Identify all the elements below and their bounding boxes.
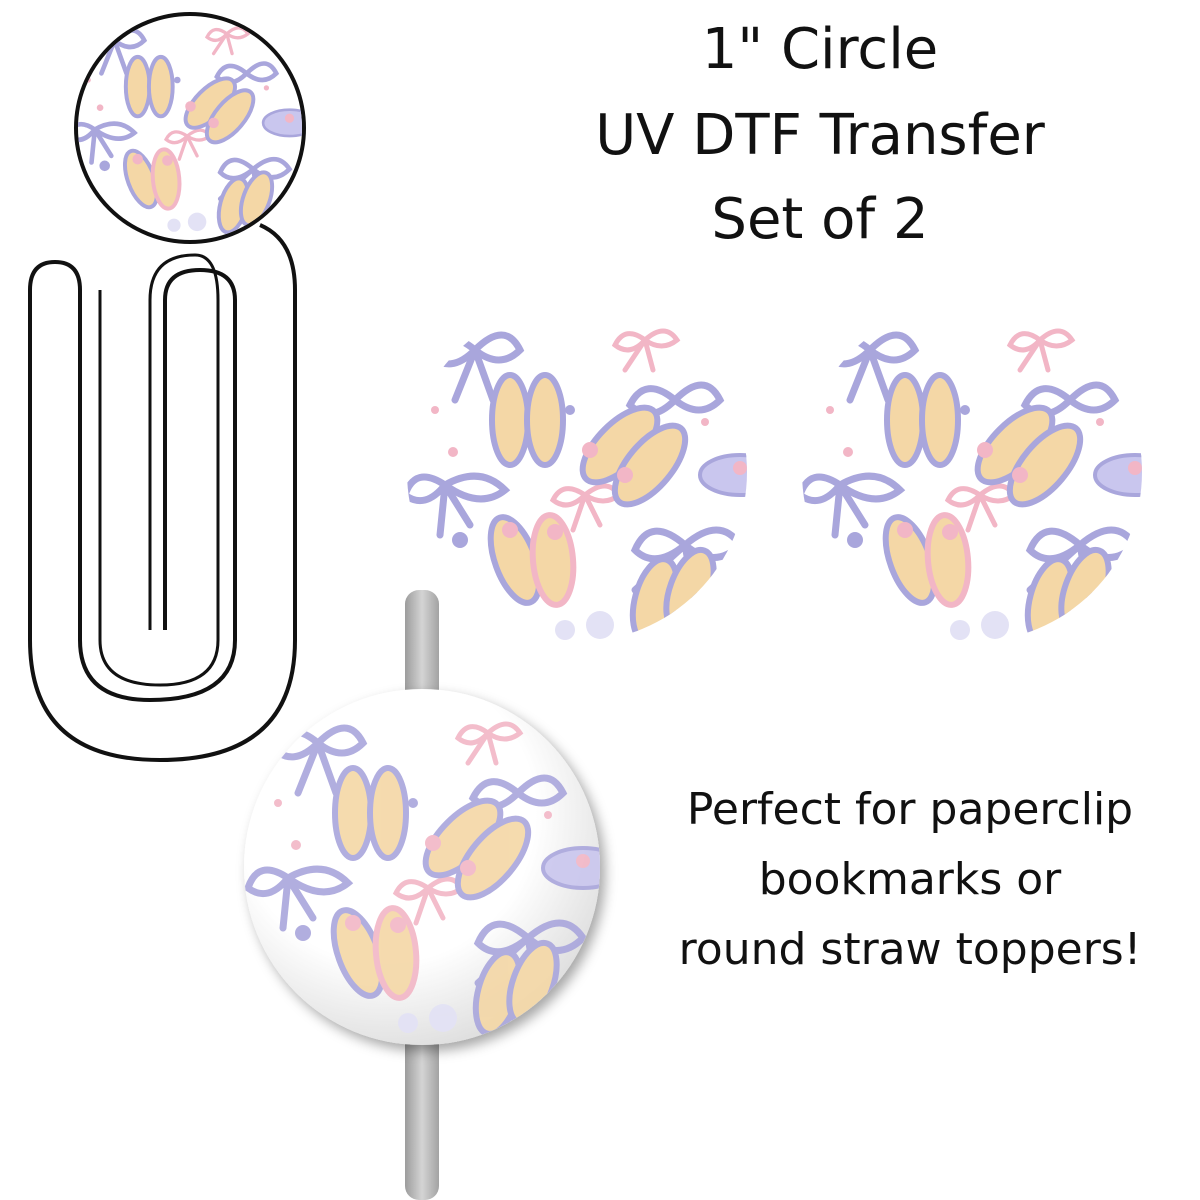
paperclip-inner-loop (98, 253, 220, 687)
tagline-line-3: round straw toppers! (678, 924, 1142, 975)
paperclip-outline (28, 259, 237, 703)
straw-topper-illustration (244, 590, 600, 1200)
tagline-line-2: bookmarks or (758, 854, 1062, 905)
tagline-line-1: Perfect for paperclip (686, 784, 1134, 835)
title-line-3: Set of 2 (711, 187, 929, 252)
transfer-circle-1 (407, 302, 747, 642)
paperclip-outer-loop (28, 223, 297, 763)
paperclip-bookmark-illustration (28, 12, 306, 763)
title-line-2: UV DTF Transfer (595, 103, 1045, 168)
title-line-1: 1" Circle (701, 17, 939, 82)
transfer-circle-2 (802, 302, 1142, 642)
